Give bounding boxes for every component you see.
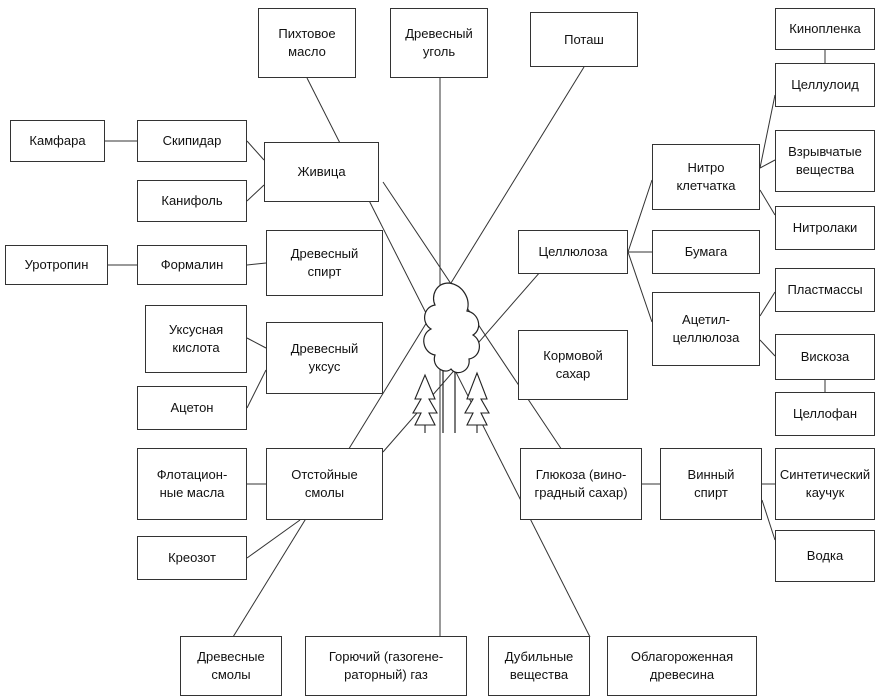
connector-line: [246, 262, 267, 266]
connector-line: [759, 339, 776, 357]
connector-line: [761, 499, 776, 541]
node-drev-uksus: Древесный уксус: [266, 322, 383, 394]
node-aceton: Ацетон: [137, 386, 247, 430]
node-oblagor: Облагороженная древесина: [607, 636, 757, 696]
node-kinoplenka: Кинопленка: [775, 8, 875, 50]
connector-line: [759, 189, 776, 216]
node-skipidar: Скипидар: [137, 120, 247, 162]
node-pikhtovoe-maslo: Пихтовое масло: [258, 8, 356, 78]
node-dubilnye: Дубильные вещества: [488, 636, 590, 696]
connector-line: [759, 94, 776, 169]
node-vodka: Водка: [775, 530, 875, 582]
connector-line: [759, 159, 776, 169]
node-kormovoy: Кормовой сахар: [518, 330, 628, 400]
node-drev-spirt: Древесный спирт: [266, 230, 383, 296]
node-glukoza: Глюкоза (вино- градный сахар): [520, 448, 642, 520]
connector-line: [246, 140, 265, 161]
node-nitrolaki: Нитролаки: [775, 206, 875, 250]
connector-line: [246, 337, 267, 349]
node-viskoza: Вискоза: [775, 334, 875, 380]
node-celluloza: Целлюлоза: [518, 230, 628, 274]
node-cellofan: Целлофан: [775, 392, 875, 436]
node-kanifol: Канифоль: [137, 180, 247, 222]
node-flotacion: Флотацион- ные масла: [137, 448, 247, 520]
node-drevesny-ugol: Древесный уголь: [390, 8, 488, 78]
node-uksusnaya: Уксусная кислота: [145, 305, 247, 373]
connector-line: [246, 369, 267, 409]
node-bumaga: Бумага: [652, 230, 760, 274]
node-nitro: Нитро клетчатка: [652, 144, 760, 210]
connector-line: [232, 66, 585, 638]
node-zhivica: Живица: [264, 142, 379, 202]
node-celluloid: Целлулоид: [775, 63, 875, 107]
connector-line: [759, 291, 776, 317]
node-vinny: Винный спирт: [660, 448, 762, 520]
node-formalin: Формалин: [137, 245, 247, 285]
connector-line: [627, 251, 653, 323]
tree-icon: [412, 282, 490, 433]
node-urotropin: Уротропин: [5, 245, 108, 285]
node-acetil: Ацетил- целлюлоза: [652, 292, 760, 366]
node-sintetich: Синтетический каучук: [775, 448, 875, 520]
node-otstoinye: Отстойные смолы: [266, 448, 383, 520]
connector-line: [627, 179, 653, 253]
node-goryuchiy: Горючий (газогене- раторный) газ: [305, 636, 467, 696]
connector-line: [246, 519, 301, 559]
node-drev-smoly: Древесные смолы: [180, 636, 282, 696]
node-plastmassy: Пластмассы: [775, 268, 875, 312]
node-kreozot: Креозот: [137, 536, 247, 580]
node-potazh: Поташ: [530, 12, 638, 67]
connector-line: [246, 184, 265, 202]
node-kamfara: Камфара: [10, 120, 105, 162]
node-vzryvchatye: Взрывчатые вещества: [775, 130, 875, 192]
